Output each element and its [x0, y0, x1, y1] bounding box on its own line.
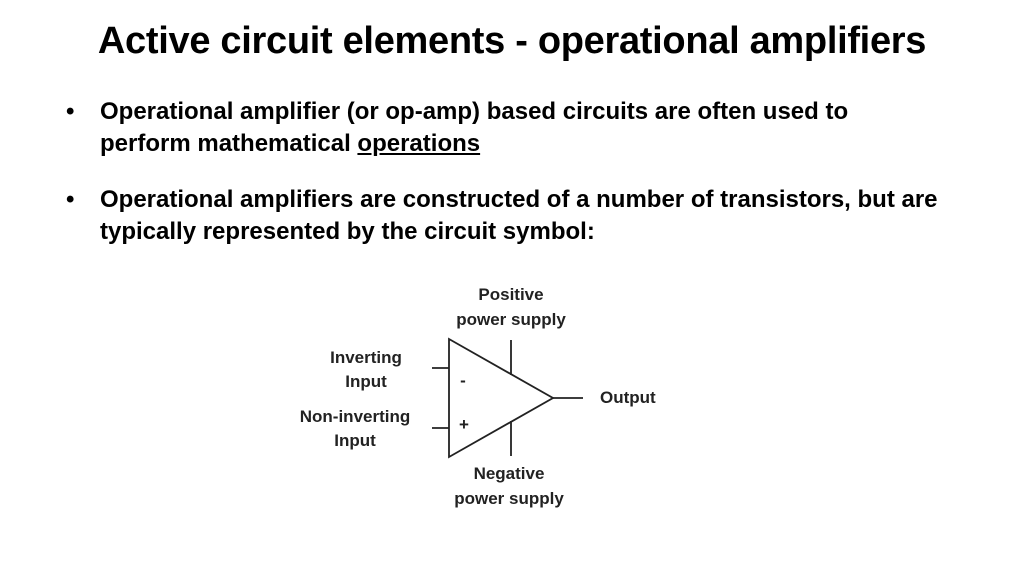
bullet-text: Operational amplifiers are constructed o… [100, 186, 938, 245]
bullet-marker: • [66, 186, 75, 213]
inverting-input-label: Inverting [330, 348, 402, 367]
bullet-item: • Operational amplifier (or op-amp) base… [60, 96, 940, 160]
bullet-marker: • [66, 98, 75, 125]
negative-supply-label: Negative [474, 464, 545, 483]
output-label: Output [600, 388, 656, 407]
noninverting-input-label: Input [334, 431, 376, 450]
op-amp-diagram: Positive power supply Inverting Input No… [300, 285, 656, 508]
plus-sign: + [459, 415, 469, 434]
inverting-input-label: Input [345, 372, 387, 391]
noninverting-input-label: Non-inverting [300, 407, 411, 426]
operations-link[interactable]: operations [357, 130, 481, 157]
op-amp-symbol [448, 337, 555, 459]
negative-supply-label: power supply [454, 489, 564, 508]
minus-sign: - [460, 371, 466, 390]
bullet-list: • Operational amplifier (or op-amp) base… [60, 96, 940, 272]
positive-supply-label: Positive [478, 285, 543, 304]
slide-title: Active circuit elements - operational am… [97, 20, 927, 62]
bullet-text: Operational amplifier (or op-amp) based … [100, 98, 849, 157]
positive-supply-label: power supply [456, 310, 566, 329]
bullet-item: • Operational amplifiers are constructed… [60, 184, 940, 248]
